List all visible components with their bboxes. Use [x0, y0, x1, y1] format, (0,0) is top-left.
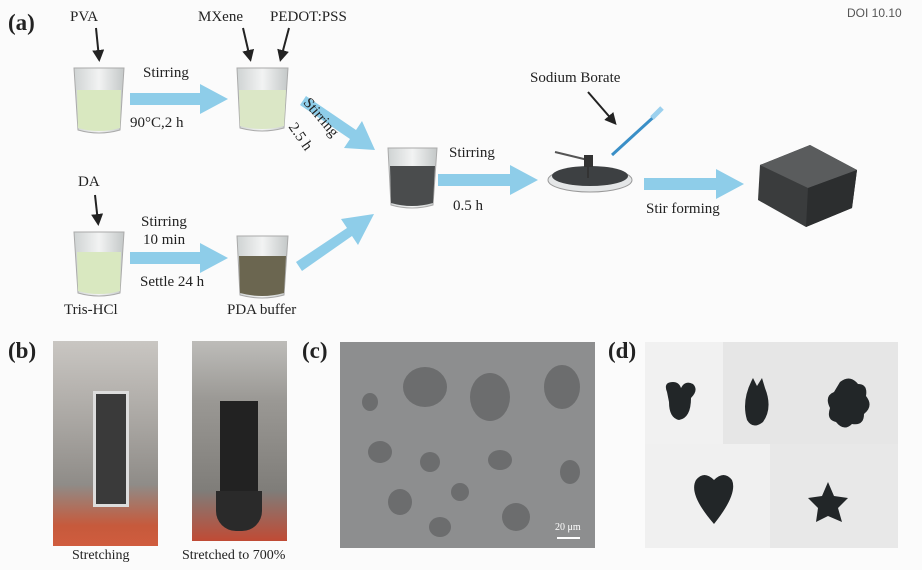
- doi-text: DOI 10.10: [847, 6, 902, 20]
- heart-shaped-gel: [694, 475, 734, 524]
- reagent-sodium-borate: Sodium Borate: [530, 70, 621, 86]
- sem-image: 20 μm: [340, 342, 595, 548]
- panel-d-label: (d): [608, 338, 637, 363]
- step1-label: Stirring: [143, 65, 189, 81]
- reagent-da: DA: [78, 174, 100, 190]
- step5-label: Stir forming: [646, 201, 720, 217]
- process-arrows: [130, 84, 744, 273]
- reagent-mxene: MXene: [198, 9, 243, 25]
- beaker-tris: [73, 231, 125, 297]
- panel-b-label: (b): [8, 338, 37, 363]
- arrow-step2: [300, 96, 375, 150]
- step3-time: 10 min: [143, 232, 186, 248]
- reagent-pedot: PEDOT:PSS: [270, 9, 347, 25]
- caption-stretched: Stretched to 700%: [182, 548, 286, 563]
- mxene-arrow: [242, 27, 255, 62]
- step3-label: Stirring: [141, 214, 187, 230]
- arrow-step1: [130, 84, 228, 114]
- stretching-photo: [53, 341, 158, 546]
- beaker-pda: [236, 235, 289, 299]
- panel-a-label: (a): [8, 10, 35, 35]
- scale-bar-label: 20 μm: [555, 522, 581, 533]
- stretched-photo: [192, 341, 287, 541]
- caption-pda: PDA buffer: [227, 302, 297, 318]
- step4-label: Stirring: [449, 145, 495, 161]
- arrow-step3: [130, 243, 228, 273]
- caption-stretching: Stretching: [72, 548, 130, 563]
- caption-tris: Tris-HCl: [64, 302, 118, 318]
- step1-condition: 90°C,2 h: [130, 115, 184, 131]
- pva-arrow: [92, 27, 105, 62]
- bear-shaped-gel: [665, 382, 696, 420]
- reagent-pva: PVA: [70, 9, 99, 25]
- beaker-pva: [73, 67, 125, 134]
- petri-dish: [547, 151, 633, 193]
- panel-c-label: (c): [302, 338, 328, 363]
- step3-settle: Settle 24 h: [140, 274, 205, 290]
- arrow-step-pda: [296, 214, 374, 271]
- beaker-mxene-pedot: [236, 67, 289, 132]
- borate-arrow: [587, 91, 617, 126]
- shaped-gels-photo: [645, 342, 898, 548]
- star-shaped-gel: [808, 482, 848, 522]
- flower-bud-shaped-gel: [745, 378, 769, 426]
- flower-shaped-gel: [827, 378, 870, 428]
- beaker-mixture: [387, 147, 438, 209]
- arrow-step5: [644, 169, 744, 199]
- gel-block: [758, 145, 857, 227]
- pedot-arrow: [277, 27, 290, 62]
- pipette-icon: [610, 106, 664, 157]
- da-arrow: [91, 194, 104, 226]
- arrow-step4: [438, 165, 538, 195]
- step4-condition: 0.5 h: [453, 198, 483, 214]
